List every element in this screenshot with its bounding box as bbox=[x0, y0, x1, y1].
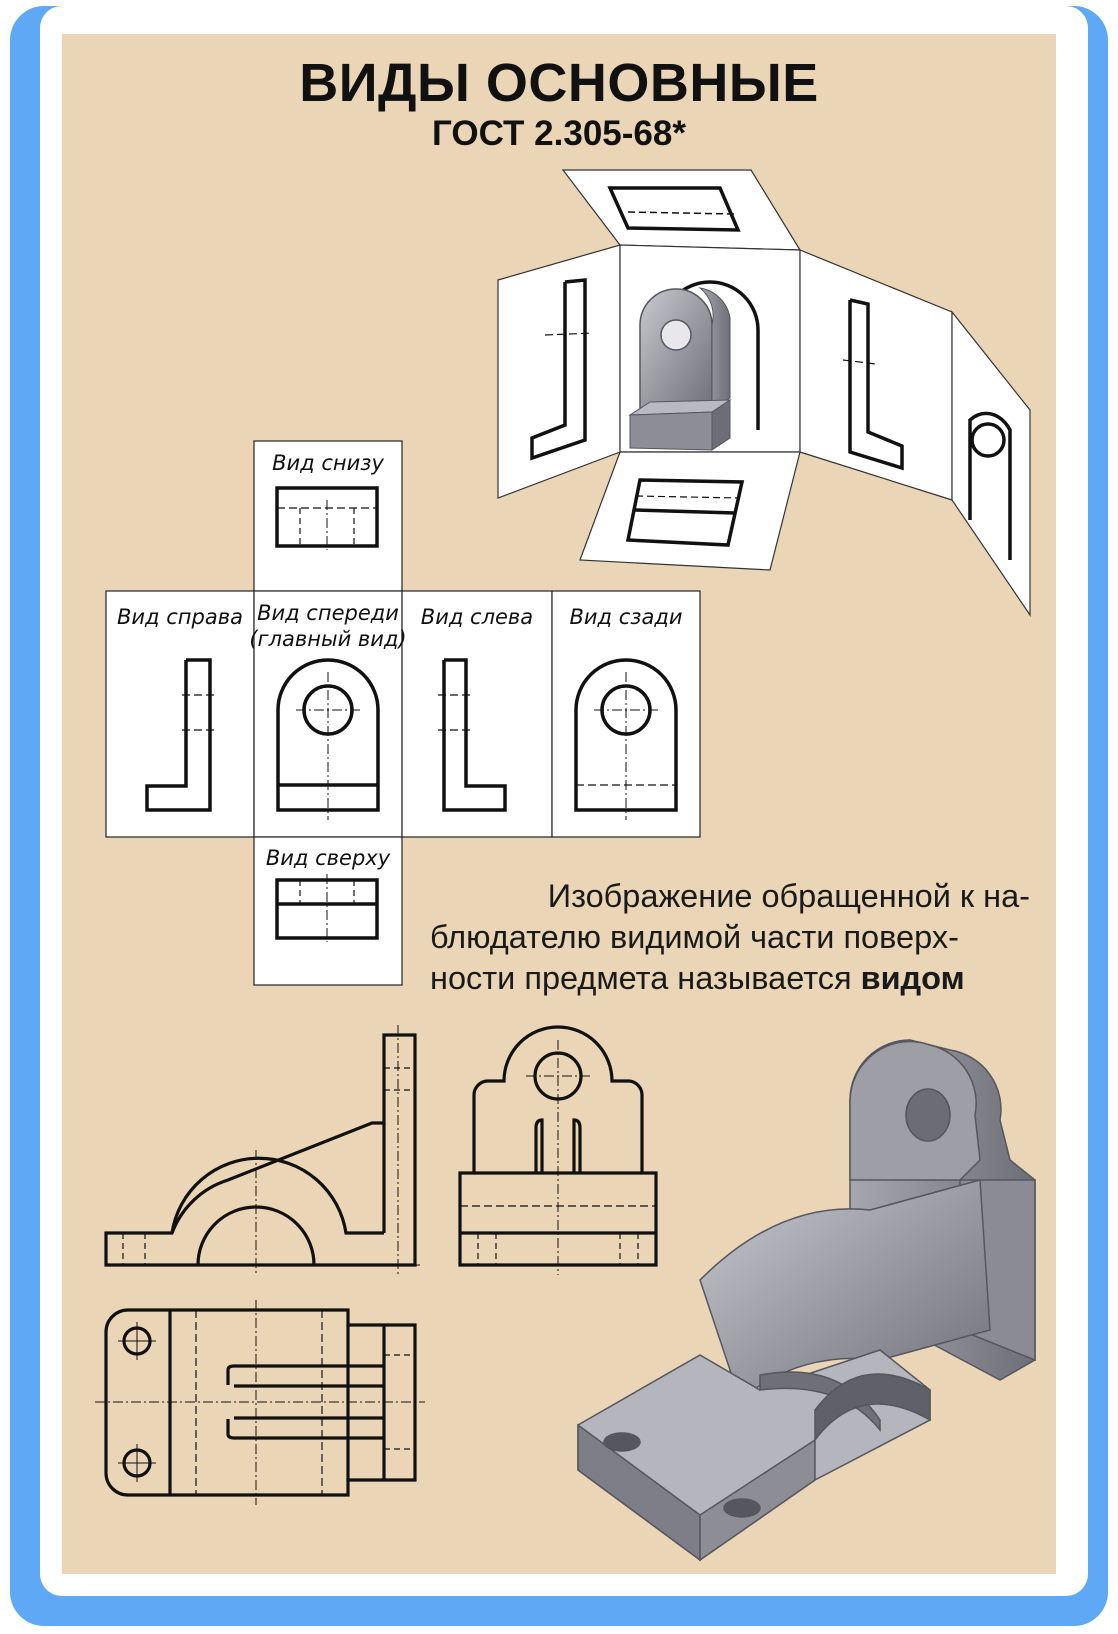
poster-title: ВИДЫ ОСНОВНЫЕ bbox=[299, 53, 819, 113]
rear-view-label: Вид сзади bbox=[570, 605, 683, 629]
left-view-panel bbox=[401, 590, 553, 838]
right-view-label: Вид справа bbox=[117, 605, 243, 629]
bottom-view-label: Вид снизу bbox=[272, 451, 384, 475]
cube-top-face bbox=[561, 169, 802, 251]
front-view-label: Вид спереди bbox=[257, 601, 399, 625]
side-view-drawing bbox=[104, 1025, 420, 1275]
left-view-drawing bbox=[438, 658, 507, 812]
plan-view-drawing bbox=[95, 1300, 425, 1505]
definition-line-1: Изображение обращенной к на- bbox=[547, 878, 1030, 914]
top-view-drawing bbox=[275, 874, 379, 942]
standard-label: ГОСТ 2.305-68* bbox=[432, 114, 686, 153]
model-3d-large bbox=[577, 1039, 1036, 1562]
definition-text: Изображение обращенной к на- блюдателю в… bbox=[430, 876, 1030, 999]
definition-line-3: ности предмета называется видом bbox=[430, 958, 1030, 999]
cube-right-face bbox=[799, 249, 953, 501]
front-view-sublabel: (главный вид) bbox=[249, 627, 406, 651]
definition-line-3-text: ности предмета называется bbox=[430, 960, 861, 996]
front-elevation-drawing bbox=[458, 1025, 658, 1275]
rear-view-drawing bbox=[574, 658, 678, 820]
bottom-view-drawing bbox=[275, 486, 379, 550]
cube-far-right-face bbox=[951, 310, 1031, 617]
definition-line-2: блюдателю видимой части поверх- bbox=[430, 919, 959, 955]
left-view-label: Вид слева bbox=[421, 605, 533, 629]
right-view-drawing bbox=[145, 658, 216, 812]
front-view-drawing bbox=[276, 658, 380, 820]
cube-left-face bbox=[497, 244, 621, 499]
unfolding-projection-box bbox=[497, 169, 1031, 617]
definition-keyword: видом bbox=[860, 960, 965, 996]
top-view-label: Вид сверху bbox=[266, 846, 391, 870]
model-3d-small bbox=[628, 287, 732, 451]
